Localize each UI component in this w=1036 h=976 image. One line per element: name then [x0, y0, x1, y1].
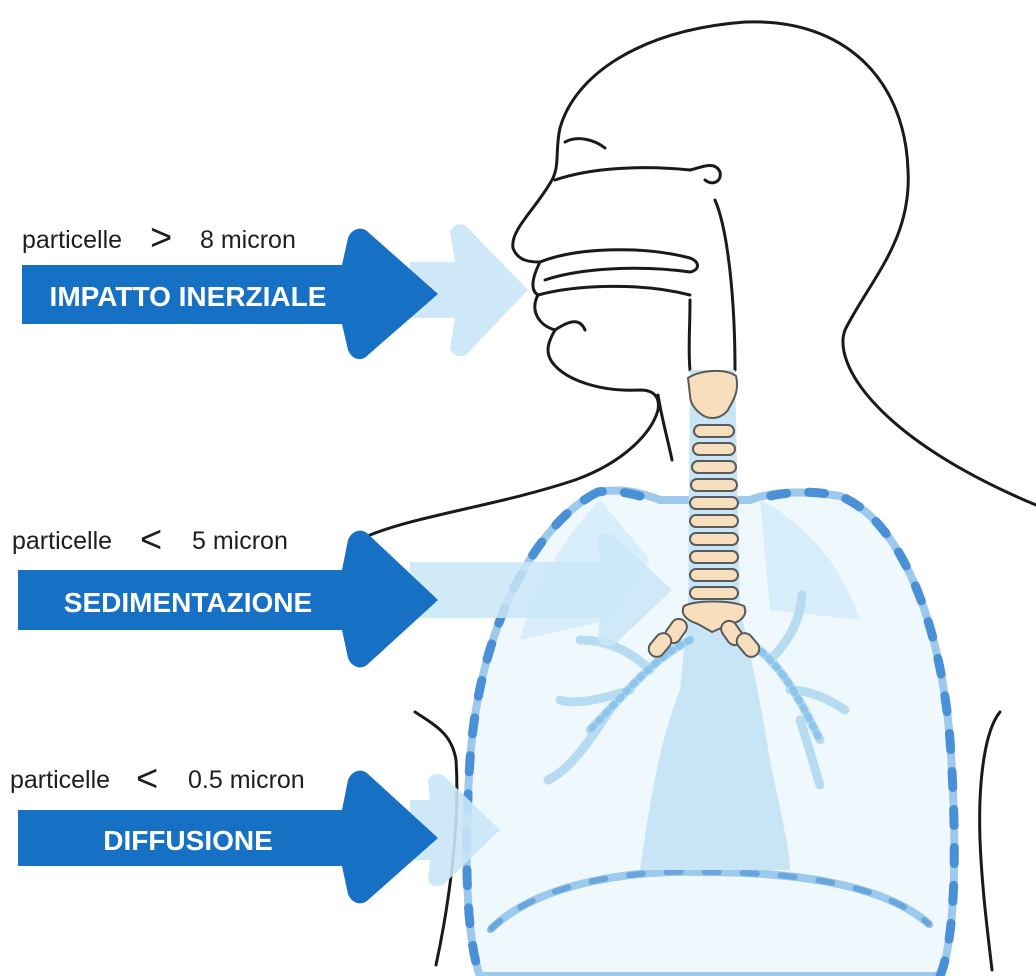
nasal-cavity	[555, 139, 720, 183]
throat-line	[658, 395, 672, 460]
comparison-symbol-3: <	[136, 758, 158, 800]
comparison-symbol-2: <	[140, 519, 162, 561]
mechanism-label-2: SEDIMENTAZIONE	[64, 587, 312, 618]
particle-label-2-prefix: particelle	[12, 527, 112, 555]
nose-mouth-profile	[370, 128, 658, 535]
particle-label-1-size: 8 micron	[200, 226, 296, 254]
mechanism-label-3: DIFFUSIONE	[103, 825, 273, 856]
oral-cavity	[538, 250, 698, 330]
pharynx	[689, 200, 735, 370]
mechanism-arrows	[18, 229, 438, 904]
comparison-symbol-1: >	[150, 217, 172, 259]
particle-label-1-prefix: particelle	[22, 226, 122, 254]
particle-label-2-size: 5 micron	[192, 527, 288, 555]
head-outline	[560, 22, 1036, 505]
particle-label-3-size: 0.5 micron	[188, 766, 305, 794]
right-arm-line	[980, 712, 1000, 970]
particle-label-3-prefix: particelle	[10, 766, 110, 794]
mechanism-label-1: IMPATTO INERZIALE	[50, 281, 327, 312]
